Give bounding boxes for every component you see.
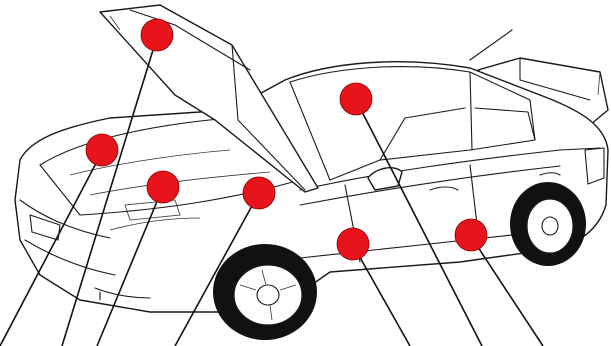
marker-rear-door — [455, 219, 487, 251]
marker-headlight — [86, 134, 118, 166]
front-wheel — [213, 244, 317, 340]
rear-wheel — [510, 182, 586, 266]
marker-roof — [340, 83, 372, 115]
marker-hood — [141, 19, 173, 51]
marker-door — [337, 228, 369, 260]
marker-engine-right — [243, 177, 275, 209]
marker-engine-left — [147, 171, 179, 203]
